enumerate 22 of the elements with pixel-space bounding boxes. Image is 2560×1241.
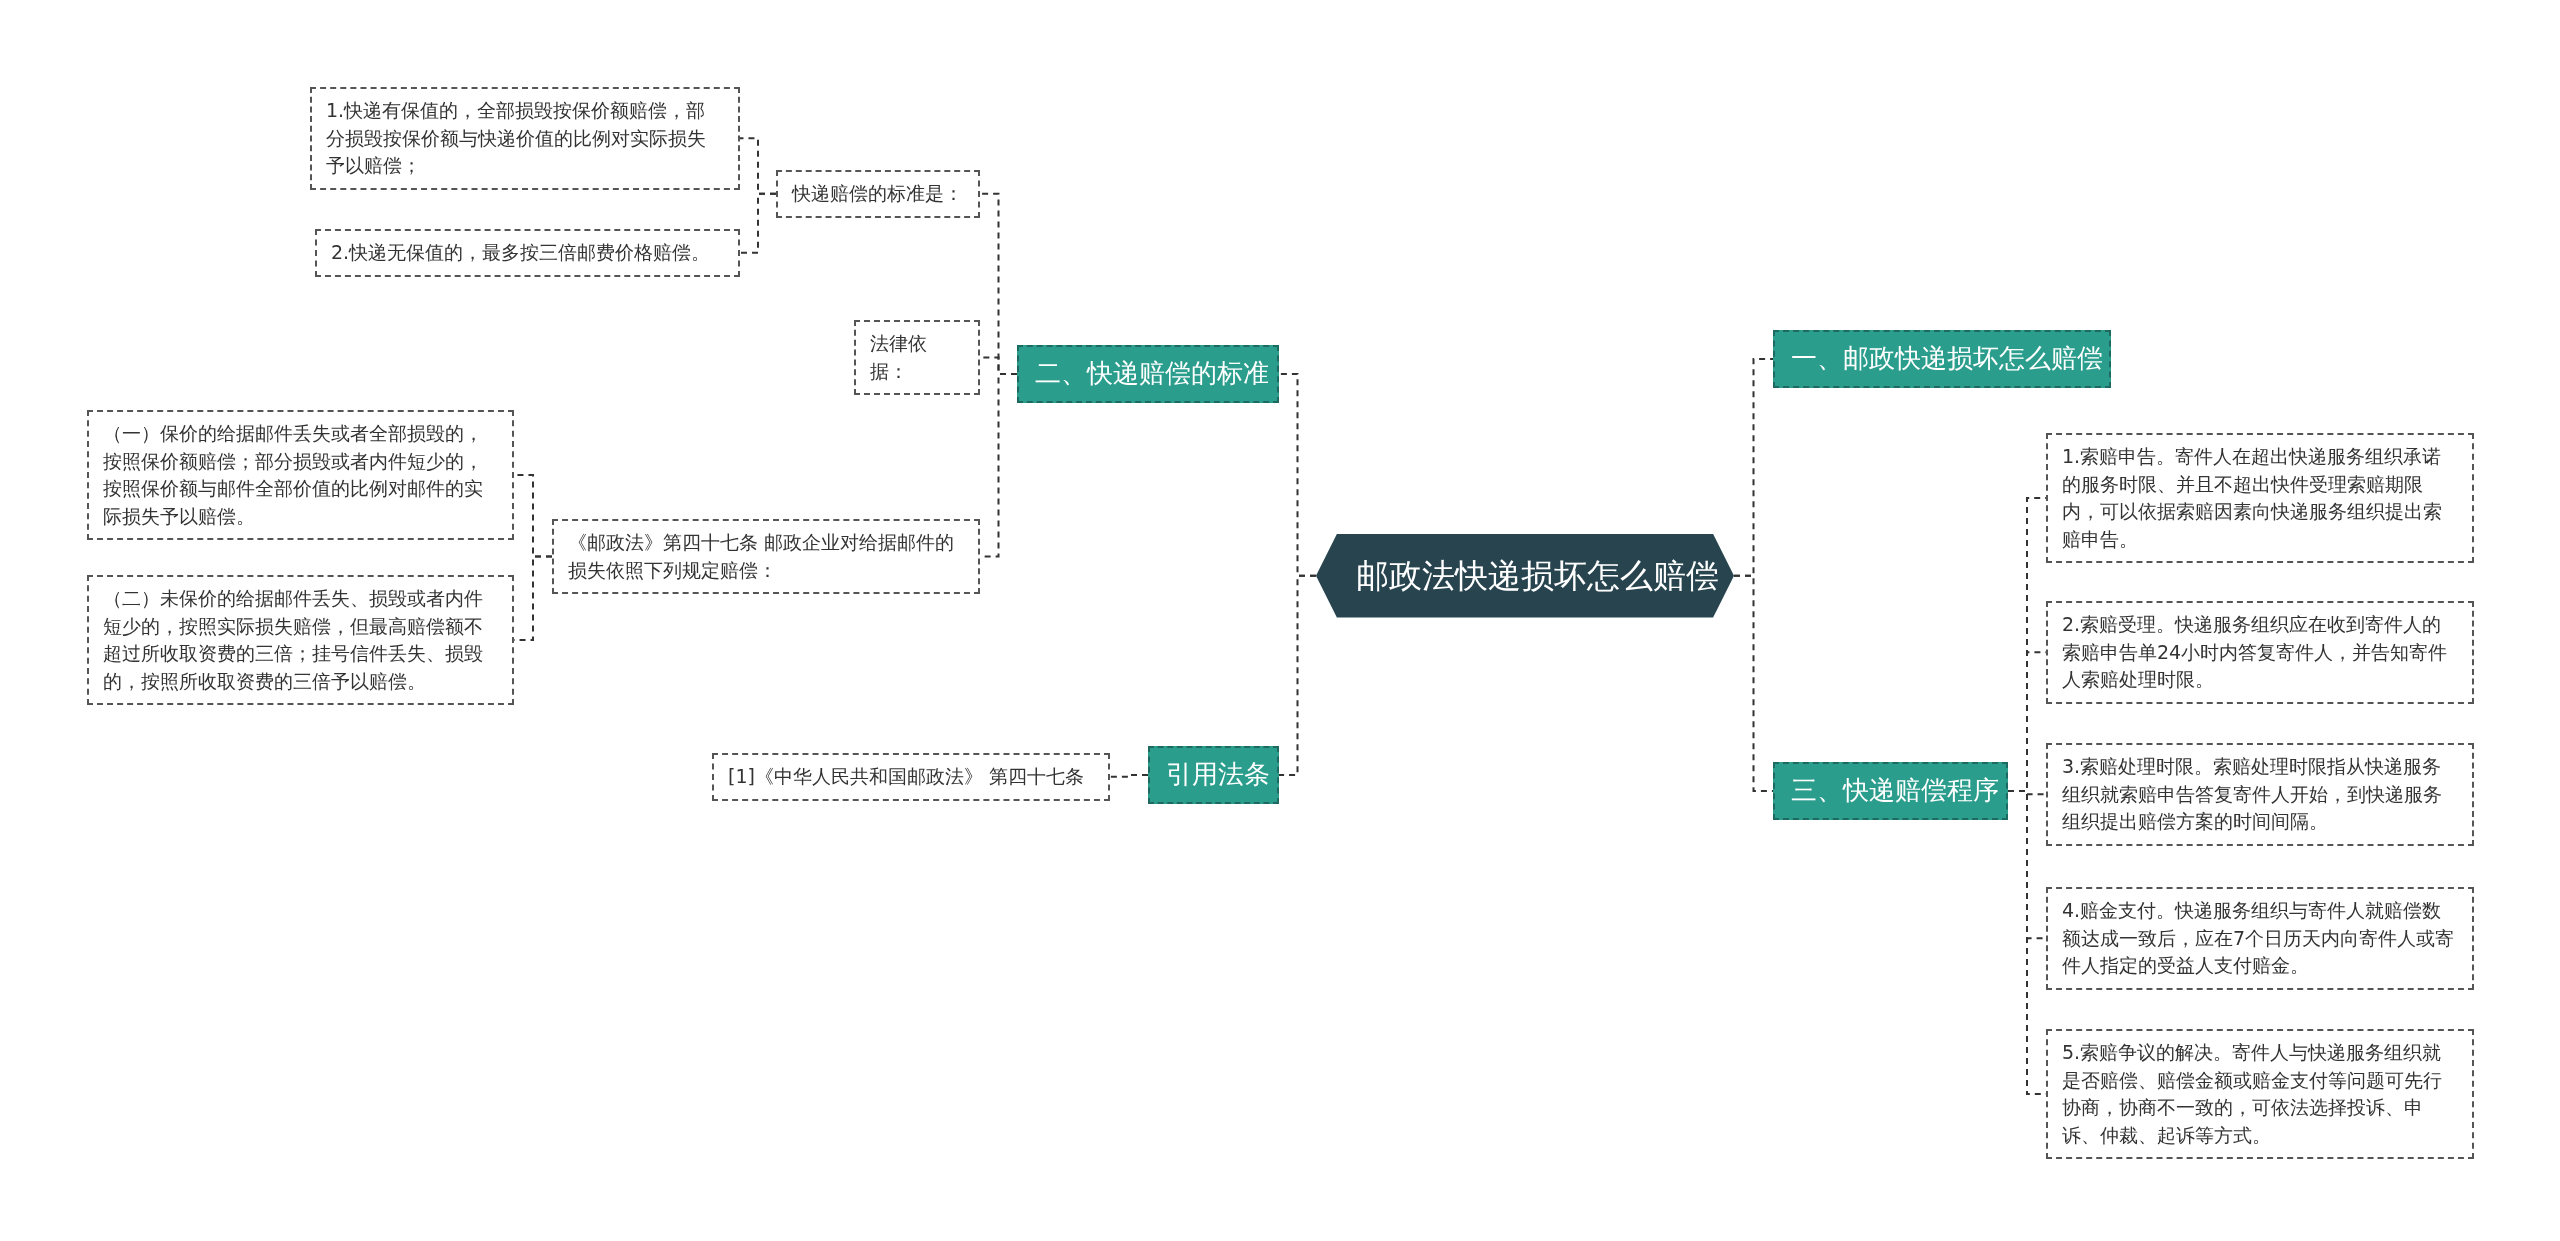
central-topic-hexagon: 邮政法快递损坏怎么赔偿 [1316,534,1734,618]
note-box: 4.赔金支付。快递服务组织与寄件人就赔偿数额达成一致后，应在7个日历天内向寄件人或寄件人指定的受益人支付赔金。 [2046,887,2474,990]
topic-box: 一、邮政快递损坏怎么赔偿 [1773,330,2111,388]
note-box: 5.索赔争议的解决。寄件人与快递服务组织就是否赔偿、赔偿金额或赔金支付等问题可先行协商，协商不一致的，可依法选择投诉、申诉、仲裁、起诉等方式。 [2046,1029,2474,1160]
note-box: 2.快递无保值的，最多按三倍邮费价格赔偿。 [315,229,740,277]
note-box: 1.快递有保值的，全部损毁按保价额赔偿，部分损毁按保价额与快递价值的比例对实际损失予以赔偿； [310,87,740,190]
note-box: 3.索赔处理时限。索赔处理时限指从快递服务组织就索赔申告答复寄件人开始，到快递服务组织提出赔偿方案的时间间隔。 [2046,743,2474,846]
connector-line [1733,574,1774,792]
topic-box: 三、快递赔偿程序 [1773,762,2008,820]
connector-line [1278,574,1317,776]
topic-box: 引用法条 [1148,746,1279,804]
note-box: （一）保价的给据邮件丢失或者全部损毁的，按照保价额赔偿；部分损毁或者内件短少的，按照保价额与邮件全部价值的比例对邮件的实际损失予以赔偿。 [87,410,514,541]
note-box: 1.索赔申告。寄件人在超出快递服务组织承诺的服务时限、并且不超出快件受理索赔期限内，可以依据索赔因素向快递服务组织提出索赔申告。 [2046,433,2474,564]
connector-line [1109,773,1149,778]
note-box: 《邮政法》第四十七条 邮政企业对给据邮件的损失依照下列规定赔偿： [552,519,980,595]
note-box: 2.索赔受理。快递服务组织应在收到寄件人的索赔申告单24小时内答复寄件人，并告知寄件人索赔处理时限。 [2046,601,2474,704]
topic-box: 二、快递赔偿的标准 [1017,345,1279,403]
note-box: （二）未保价的给据邮件丢失、损毁或者内件短少的，按照实际损失赔偿，但最高赔偿额不超过所收取资费的三倍；挂号信件丢失、损毁的，按照所收取资费的三倍予以赔偿。 [87,575,514,706]
connector-line [739,192,777,254]
note-box: [1]《中华人民共和国邮政法》 第四十七条 [712,753,1110,801]
note-box: 快递赔偿的标准是： [776,170,980,218]
note-box: 法律依据： [854,320,980,396]
